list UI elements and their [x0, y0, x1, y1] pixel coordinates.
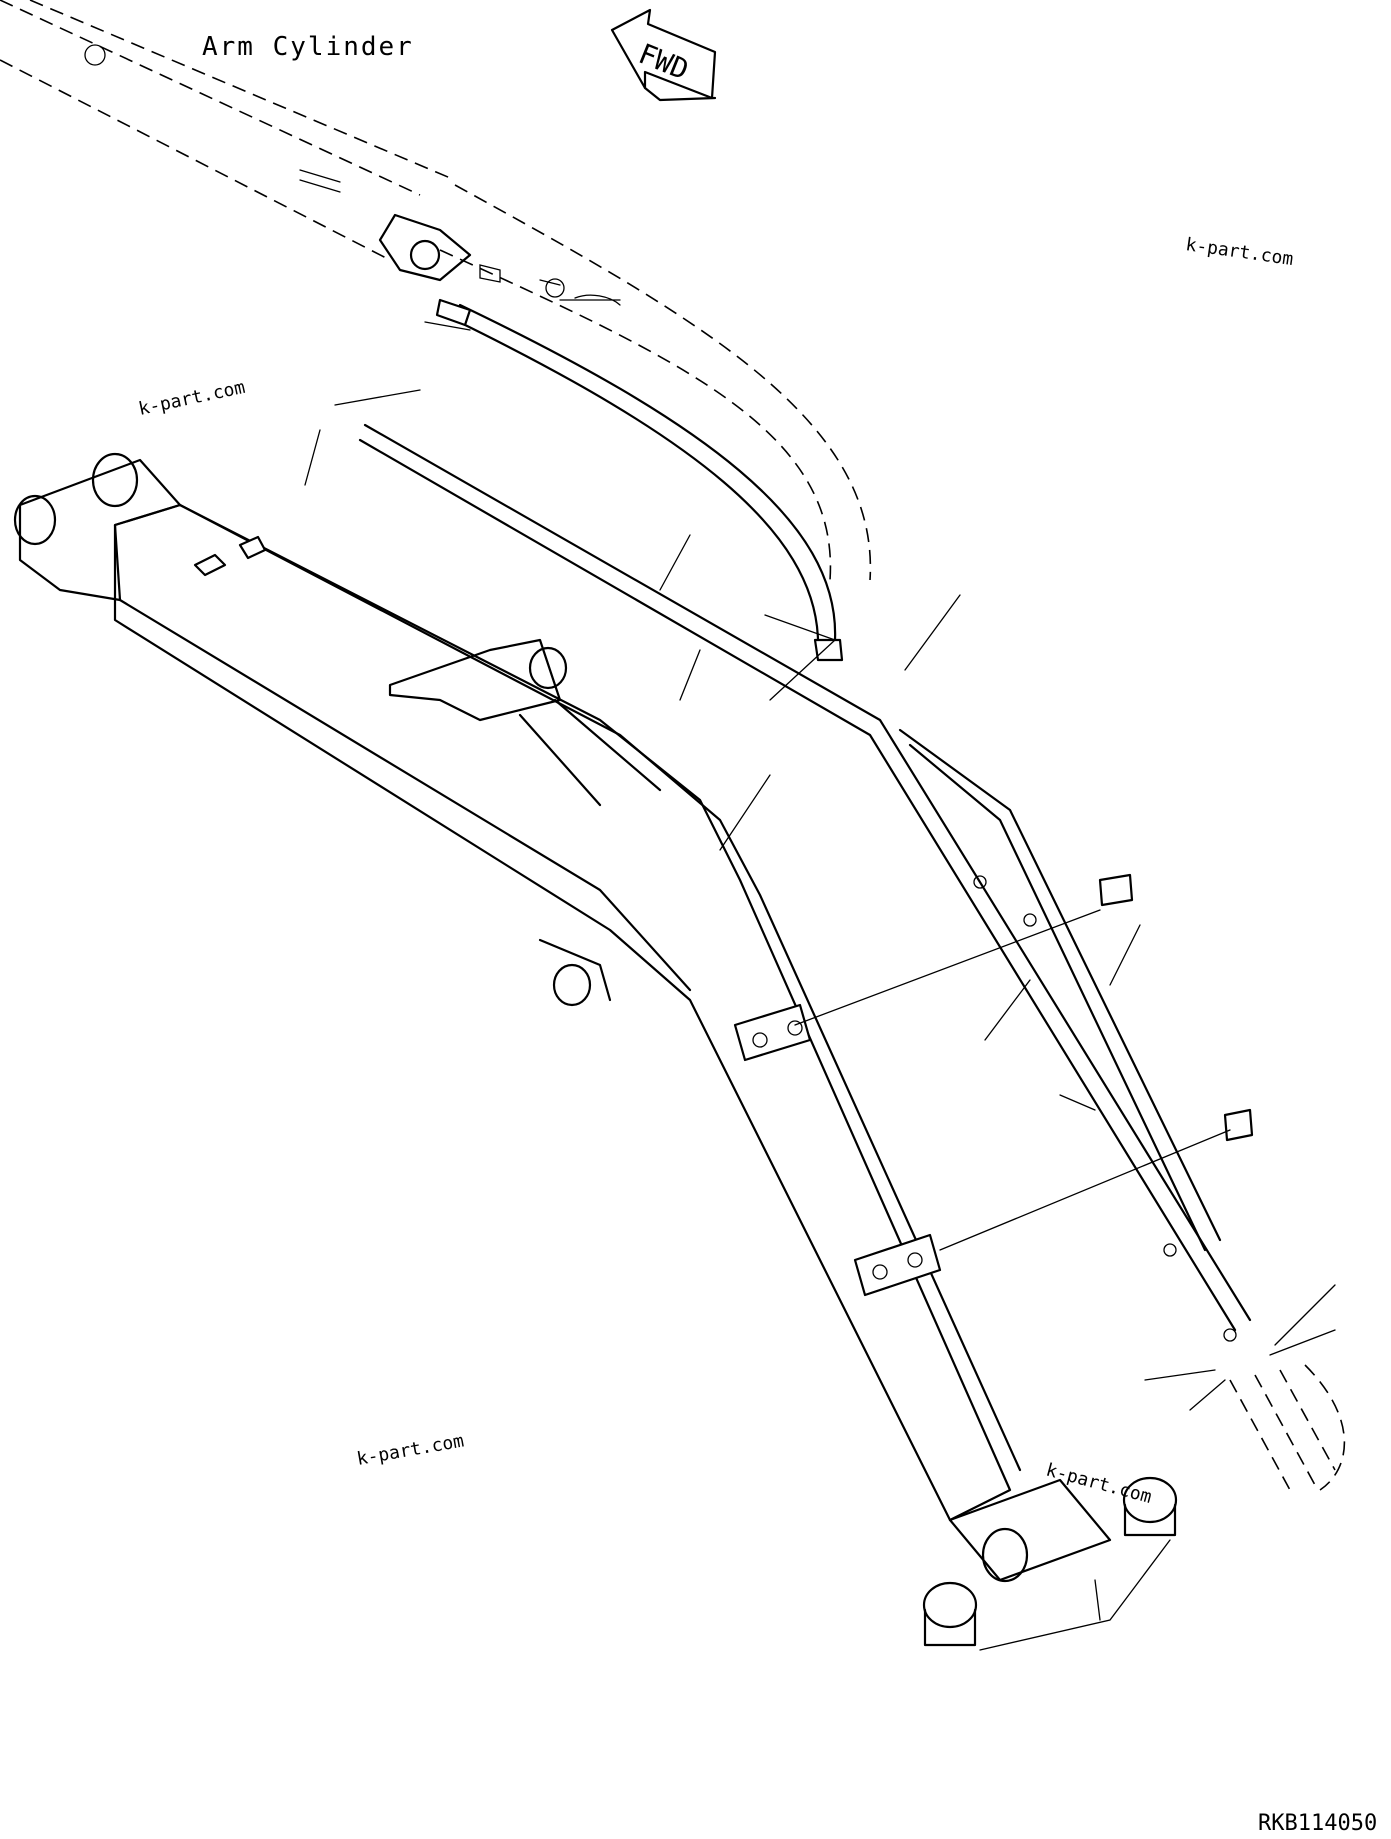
watermark-top-left: k-part.com: [137, 377, 247, 420]
watermark-top-right: k-part.com: [1184, 234, 1294, 270]
drawing-code: RKB114050: [1258, 1811, 1377, 1836]
excavator-arm: [13, 452, 1178, 1647]
arm-cylinder-hose: [435, 298, 844, 662]
watermark-bottom-left: k-part.com: [355, 1430, 465, 1470]
arm-piping: [358, 423, 1254, 1342]
watermark-bottom-right: k-part.com: [1044, 1460, 1154, 1508]
fwd-arrow-icon: FWD: [610, 8, 717, 102]
bottom-hoses-phantom: [1229, 1364, 1346, 1491]
arm-cylinder-phantom: [0, 0, 872, 581]
leader-lines: [304, 321, 1336, 1651]
arm-cylinder-label: Arm Cylinder: [202, 32, 414, 62]
